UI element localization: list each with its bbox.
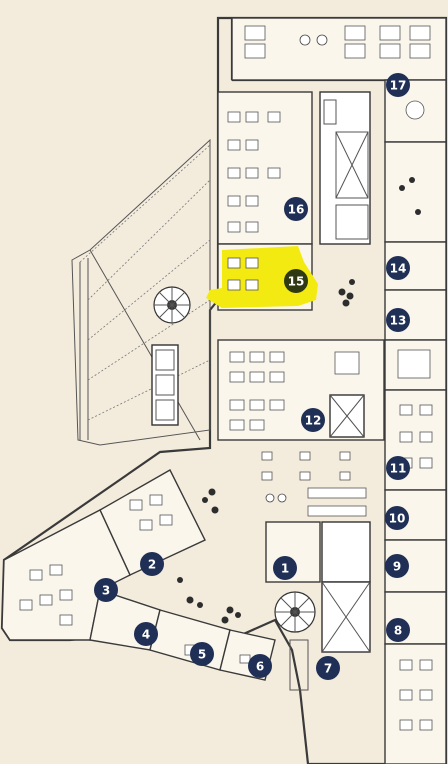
room-marker-14[interactable]: 14 — [386, 256, 410, 280]
room-marker-circle — [386, 73, 410, 97]
room-marker-3[interactable]: 3 — [94, 578, 118, 602]
room-marker-label: 16 — [288, 203, 305, 217]
room-marker-circle — [385, 554, 409, 578]
room-12-area — [217, 339, 385, 441]
room-marker-16[interactable]: 16 — [284, 197, 308, 221]
room-marker-circle — [284, 269, 308, 293]
room-marker-circle — [386, 618, 410, 642]
room-marker-4[interactable]: 4 — [134, 622, 158, 646]
room-16-area — [217, 91, 313, 245]
room-marker-17[interactable]: 17 — [386, 73, 410, 97]
room-marker-label: 15 — [288, 275, 305, 289]
room-marker-label: 5 — [198, 648, 206, 662]
room-marker-11[interactable]: 11 — [386, 456, 410, 480]
room-marker-label: 4 — [142, 628, 150, 642]
room-marker-13[interactable]: 13 — [386, 308, 410, 332]
room-marker-label: 2 — [148, 558, 156, 572]
room-marker-1[interactable]: 1 — [273, 556, 297, 580]
room-marker-label: 13 — [390, 314, 407, 328]
room-marker-label: 3 — [102, 584, 110, 598]
room-marker-circle — [386, 456, 410, 480]
room-marker-label: 9 — [393, 560, 401, 574]
room-marker-label: 6 — [256, 660, 264, 674]
room-marker-circle — [248, 654, 272, 678]
room-marker-9[interactable]: 9 — [385, 554, 409, 578]
room-marker-6[interactable]: 6 — [248, 654, 272, 678]
room-marker-circle — [386, 308, 410, 332]
room-marker-circle — [273, 556, 297, 580]
core-south — [265, 521, 371, 691]
room-marker-label: 7 — [324, 662, 332, 676]
room-marker-circle — [94, 578, 118, 602]
room-marker-10[interactable]: 10 — [385, 506, 409, 530]
room-marker-label: 14 — [390, 262, 407, 276]
room-marker-circle — [140, 552, 164, 576]
room-marker-8[interactable]: 8 — [386, 618, 410, 642]
room-marker-circle — [386, 256, 410, 280]
room-marker-label: 1 — [281, 562, 289, 576]
room-marker-label: 8 — [394, 624, 402, 638]
core-north — [319, 91, 371, 245]
atrium — [71, 138, 211, 446]
room-marker-7[interactable]: 7 — [316, 656, 340, 680]
room-marker-circle — [385, 506, 409, 530]
room-marker-circle — [134, 622, 158, 646]
room-marker-12[interactable]: 12 — [301, 408, 325, 432]
room-marker-label: 12 — [305, 414, 322, 428]
room-marker-circle — [190, 642, 214, 666]
cafe-area — [261, 451, 367, 517]
room-marker-label: 10 — [389, 512, 406, 526]
room-marker-circle — [284, 197, 308, 221]
room-marker-5[interactable]: 5 — [190, 642, 214, 666]
room-marker-label: 11 — [390, 462, 407, 476]
room-marker-circle — [316, 656, 340, 680]
room-marker-circle — [301, 408, 325, 432]
room-marker-label: 17 — [390, 79, 407, 93]
room-marker-15[interactable]: 15 — [284, 269, 308, 293]
room-15-highlight — [206, 243, 318, 311]
right-rooms — [384, 141, 447, 764]
room-marker-2[interactable]: 2 — [140, 552, 164, 576]
